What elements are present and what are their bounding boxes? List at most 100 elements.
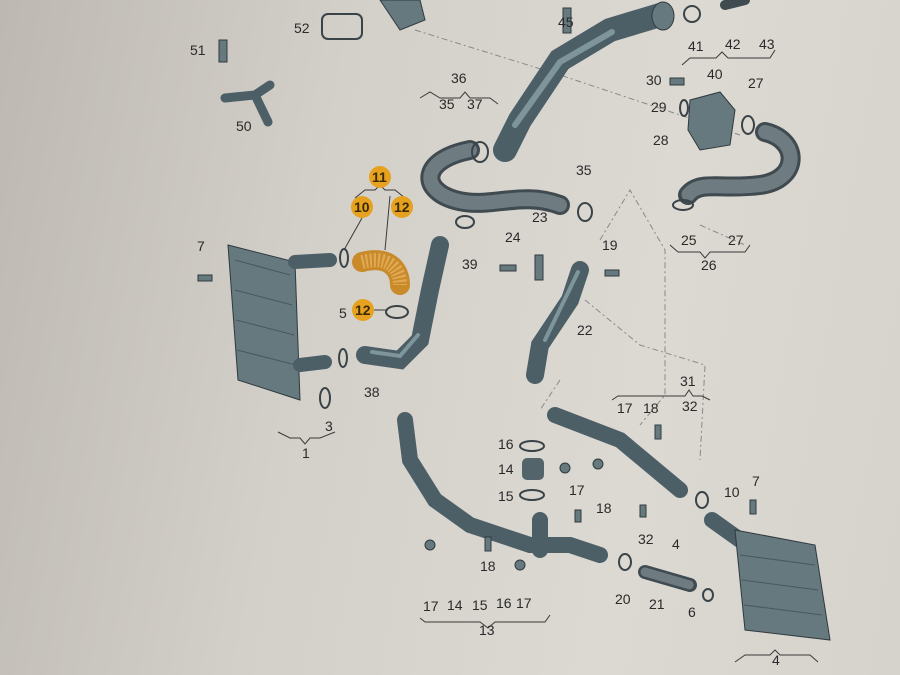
label-30: 30 <box>646 72 662 88</box>
bracket-31 <box>611 389 711 401</box>
label-42: 42 <box>725 36 741 52</box>
highlighted-callout-12[interactable]: 12 <box>391 196 413 218</box>
bracket-4 <box>734 649 819 663</box>
label-32: 32 <box>638 531 654 547</box>
label-7: 7 <box>752 473 760 489</box>
o-ring-3 <box>319 387 331 409</box>
label-18: 18 <box>596 500 612 516</box>
label-15: 15 <box>498 488 514 504</box>
callout-label: 12 <box>394 199 410 215</box>
label-1: 1 <box>302 445 310 461</box>
label-18: 18 <box>480 558 496 574</box>
o-ring-5 <box>338 348 348 368</box>
o-ring-6 <box>702 588 714 602</box>
bolt-18 <box>654 424 662 440</box>
intercooler-fins <box>739 554 823 616</box>
label-38: 38 <box>364 384 380 400</box>
highlighted-callout-10[interactable]: 10 <box>351 196 373 218</box>
bracket-13 <box>419 614 551 629</box>
bolt-24 <box>499 264 517 272</box>
bolt-7-left <box>197 274 213 282</box>
gasket-52 <box>321 13 363 40</box>
clamp-41 <box>683 5 701 23</box>
bolt-30 <box>669 77 685 86</box>
clamp-20 <box>618 553 632 571</box>
label-7: 7 <box>197 238 205 254</box>
pipe-13 <box>397 412 608 563</box>
label-18: 18 <box>643 400 659 416</box>
pipe-31 <box>547 407 688 498</box>
bracket-26 <box>669 244 751 259</box>
label-14: 14 <box>498 461 514 477</box>
clamp-37 <box>471 141 489 163</box>
nut-17 <box>559 462 571 474</box>
label-19: 19 <box>602 237 618 253</box>
clamp-35 <box>577 202 593 222</box>
label-17: 17 <box>617 400 633 416</box>
nut-17 <box>592 458 604 470</box>
label-26: 26 <box>701 257 717 273</box>
assembly-line <box>584 299 706 461</box>
clamp-16 <box>519 440 545 452</box>
throttle-28 <box>687 91 736 151</box>
label-17: 17 <box>516 595 532 611</box>
pipe-38 <box>356 236 449 370</box>
upper-charge-pipe-highlight <box>512 29 615 128</box>
label-25: 25 <box>681 232 697 248</box>
label-4: 4 <box>772 652 780 668</box>
bolt-32 <box>639 504 647 518</box>
ring-27 <box>741 115 755 135</box>
o-ring-10 <box>339 248 349 268</box>
label-36: 36 <box>451 70 467 86</box>
label-28: 28 <box>653 132 669 148</box>
nut-17 <box>514 559 526 571</box>
label-41: 41 <box>688 38 704 54</box>
bolt-19 <box>604 269 620 277</box>
bolt-45 <box>562 7 572 34</box>
label-31: 31 <box>680 373 696 389</box>
nut-17 <box>424 539 436 551</box>
intercooler-outlet <box>288 253 337 269</box>
bolt-18 <box>574 509 582 523</box>
label-27: 27 <box>748 75 764 91</box>
label-32: 32 <box>682 398 698 414</box>
label-6: 6 <box>688 604 696 620</box>
label-29: 29 <box>651 99 667 115</box>
clamp-15 <box>519 489 545 501</box>
label-10: 10 <box>724 484 740 500</box>
callout-leaders <box>343 195 391 311</box>
part-labels: 52 51 50 45 41 42 43 40 36 35 37 30 29 2… <box>190 14 780 668</box>
label-35: 35 <box>576 162 592 178</box>
intercooler-fins <box>234 259 297 366</box>
bracket-1 <box>277 431 336 445</box>
callout-label: 12 <box>355 302 371 318</box>
label-22: 22 <box>577 322 593 338</box>
hose-11-texture <box>360 253 407 286</box>
highlighted-callout-12[interactable]: 12 <box>352 299 374 321</box>
label-21: 21 <box>649 596 665 612</box>
assembly-line <box>599 189 666 426</box>
pipe-end <box>651 1 675 31</box>
assembly-line <box>539 379 561 411</box>
upper-charge-pipe <box>493 3 672 162</box>
intercooler-inlet <box>293 355 332 372</box>
label-37: 37 <box>467 96 483 112</box>
label-14: 14 <box>447 597 463 613</box>
highlighted-callout-11[interactable]: 11 <box>369 166 391 188</box>
sleeve-14 <box>522 458 544 480</box>
label-16: 16 <box>496 595 512 611</box>
sensor-23 <box>534 254 544 281</box>
y-connector-50 <box>220 80 275 127</box>
label-35: 35 <box>439 96 455 112</box>
assembly-line <box>699 224 746 246</box>
label-45: 45 <box>558 14 574 30</box>
flange-part <box>379 0 426 31</box>
label-17: 17 <box>569 482 585 498</box>
clamp-12 <box>385 305 409 319</box>
o-ring-29 <box>679 99 689 117</box>
bolt-51 <box>218 39 228 63</box>
bracket-36 <box>419 91 499 105</box>
label-39: 39 <box>462 256 478 272</box>
label-40: 40 <box>707 66 723 82</box>
label-3: 3 <box>325 418 333 434</box>
